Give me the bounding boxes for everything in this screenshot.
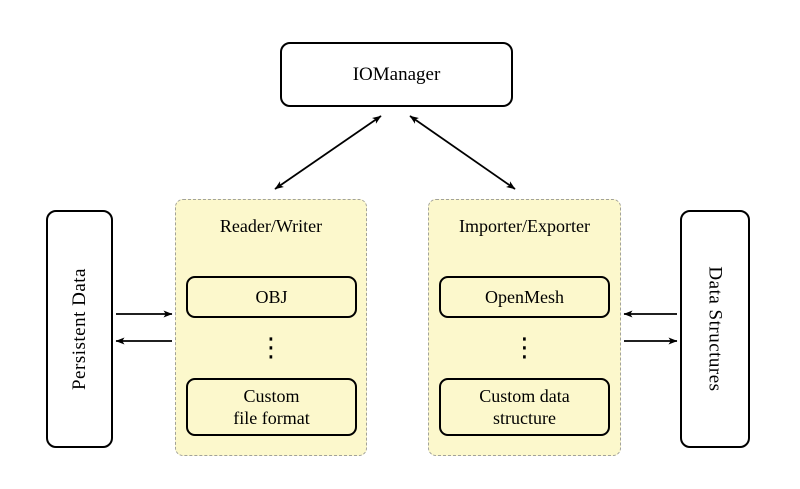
group-reader-writer: Reader/Writer OBJ ⋮ Custom file format — [175, 199, 367, 456]
node-openmesh: OpenMesh — [439, 276, 610, 318]
node-obj: OBJ — [186, 276, 357, 318]
reader-writer-ellipsis: ⋮ — [258, 333, 284, 363]
arrow-iomanager-readerwriter — [274, 115, 382, 190]
arrow-iomanager-importerexporter — [409, 115, 516, 190]
group-importer-exporter: Importer/Exporter OpenMesh ⋮ Custom data… — [428, 199, 621, 456]
importer-exporter-ellipsis: ⋮ — [511, 333, 538, 363]
node-custom-data-structure: Custom data structure — [439, 378, 610, 436]
node-custom-file-format: Custom file format — [186, 378, 357, 436]
iomanager-label: IOManager — [352, 63, 441, 85]
importer-exporter-title: Importer/Exporter — [459, 216, 590, 236]
node-persistent-data: Persistent Data — [46, 210, 113, 448]
node-iomanager: IOManager — [280, 42, 513, 107]
custom-file-format-line2: file format — [233, 408, 310, 428]
custom-file-format-line1: Custom — [243, 385, 300, 406]
custom-data-structure-line1: Custom data — [479, 385, 570, 406]
data-structures-label: Data Structures — [705, 266, 726, 392]
node-data-structures: Data Structures — [680, 210, 750, 448]
reader-writer-title: Reader/Writer — [219, 216, 323, 236]
persistent-data-label: Persistent Data — [68, 267, 90, 391]
custom-data-structure-line2: structure — [493, 408, 556, 428]
openmesh-label: OpenMesh — [485, 286, 564, 307]
obj-label: OBJ — [255, 286, 288, 307]
